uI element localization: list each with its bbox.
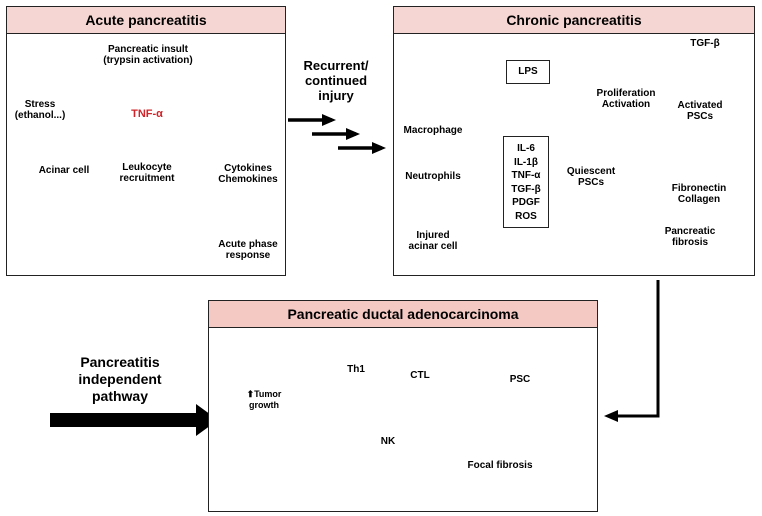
label-acute-phase: Acute phase response [218, 239, 278, 261]
label-tnf: TNF-α [131, 108, 163, 120]
label-pancreatic-fibrosis: Pancreatic fibrosis [664, 226, 716, 248]
label-injured: Injured acinar cell [408, 230, 458, 252]
label-activated: Activated PSCs [677, 100, 723, 122]
mediators-box: IL-6 IL-1β TNF-α TGF-β PDGF ROS [503, 136, 549, 228]
label-prolif: Proliferation Activation [596, 88, 656, 110]
acute-panel: Acute pancreatitis [6, 6, 286, 276]
chronic-title: Chronic pancreatitis [394, 7, 754, 34]
label-recurrent: Recurrent/ continued injury [303, 58, 369, 103]
acute-title: Acute pancreatitis [7, 7, 285, 34]
label-ctl: CTL [410, 370, 430, 381]
label-quiescent: Quiescent PSCs [566, 166, 616, 188]
label-leukocyte: Leukocyte recruitment [119, 162, 175, 184]
label-nk: NK [380, 436, 396, 447]
pdac-title: Pancreatic ductal adenocarcinoma [209, 301, 597, 328]
label-tumor: ⬆Tumor growth [246, 389, 282, 410]
independent-pathway-arrowhead [196, 404, 218, 436]
label-focal: Focal fibrosis [467, 460, 533, 471]
label-macrophage: Macrophage [403, 125, 463, 136]
label-cytokines: Cytokines Chemokines [218, 163, 278, 185]
label-stress: Stress (ethanol...) [14, 99, 66, 121]
label-th1: Th1 [347, 364, 365, 375]
label-mdsc: MDSC [418, 413, 446, 423]
label-treg: Treg [372, 397, 394, 408]
chronic-panel: Chronic pancreatitis [393, 6, 755, 276]
lps-box: LPS [506, 60, 550, 84]
label-insult: Pancreatic insult (trypsin activation) [103, 44, 193, 66]
label-tgfb: TGF-β [690, 38, 720, 49]
label-psc: PSC [509, 374, 531, 385]
label-neutrophils: Neutrophils [405, 171, 461, 182]
label-th2: Th2 [311, 389, 329, 400]
arrow-chronic-to-pdac [604, 280, 660, 422]
label-acinar: Acinar cell [38, 165, 90, 176]
pdac-panel: Pancreatic ductal adenocarcinoma [208, 300, 598, 512]
label-independent: Pancreatitis independent pathway [78, 354, 162, 404]
label-m2: M2 [330, 433, 344, 444]
label-fibronectin: Fibronectin Collagen [671, 183, 727, 205]
